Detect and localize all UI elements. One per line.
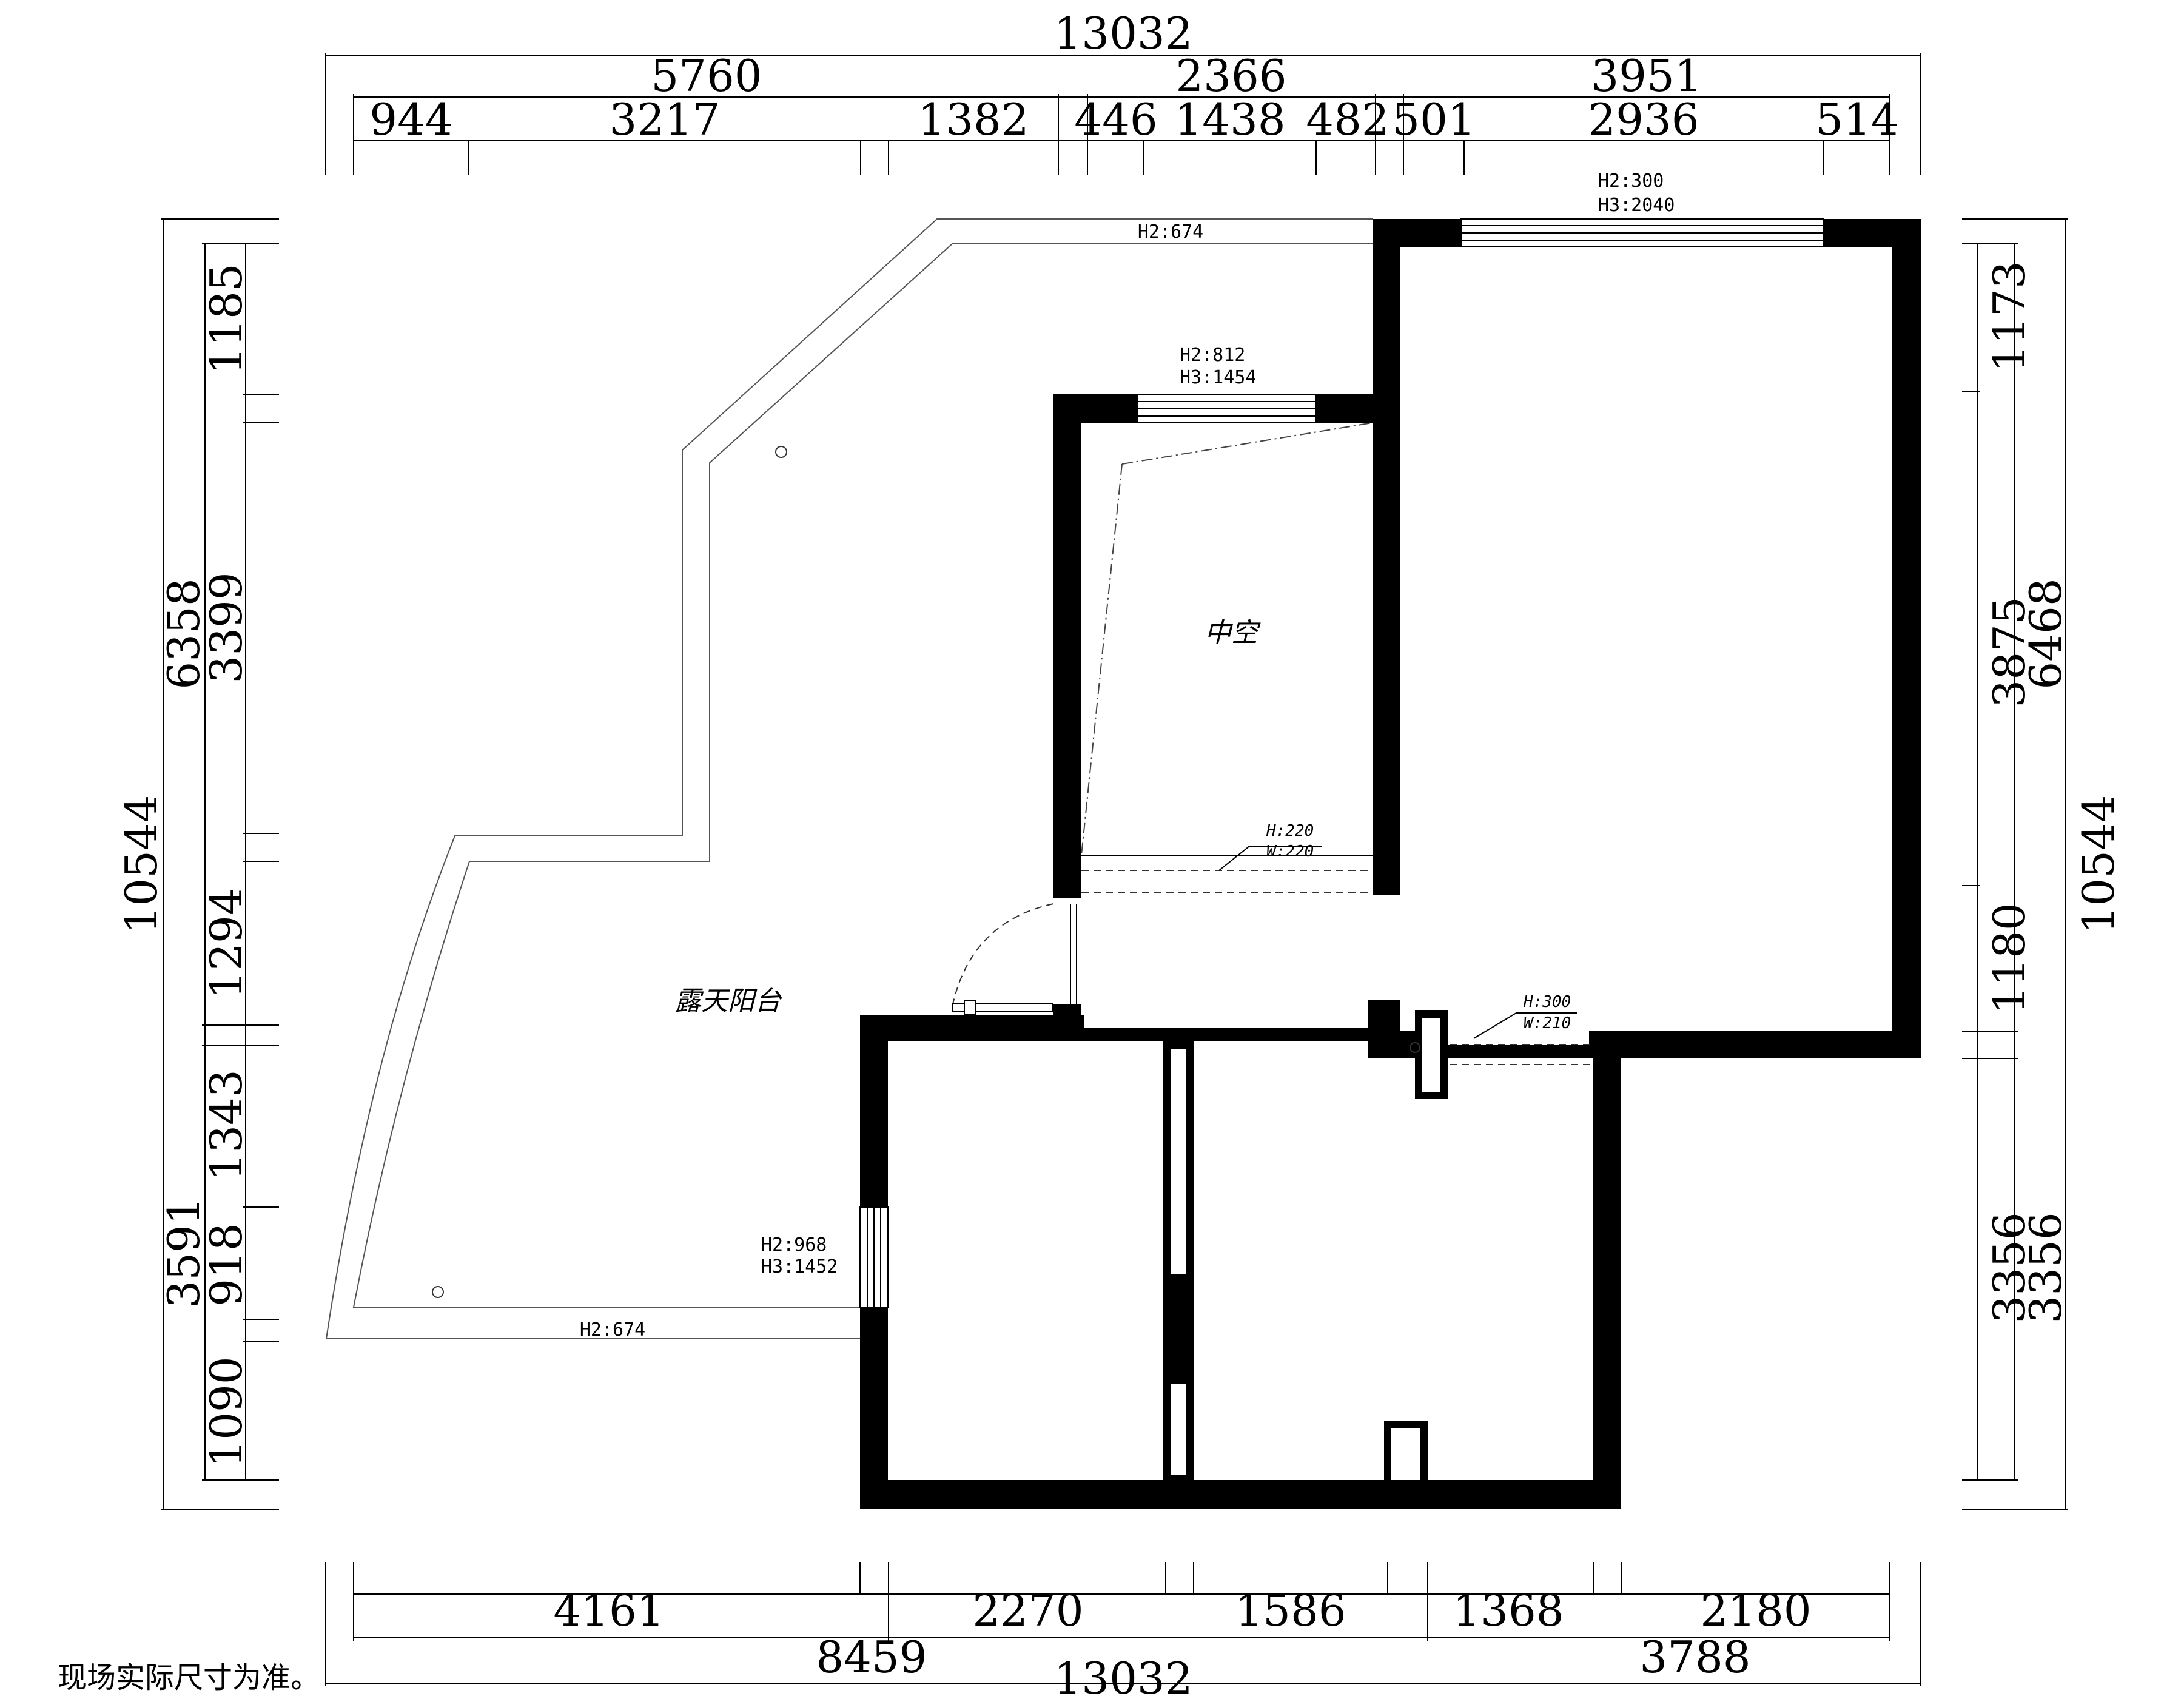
left-detail-dim: 1185 [201,263,252,374]
top-parapet-label: H2:674 [1138,221,1203,243]
left-segment-dim: 3591 [158,1197,209,1308]
floor-drain-icon [775,446,787,458]
beam-void-h: H:220 [1266,822,1314,840]
wall-hollow [1171,1049,1186,1274]
left-detail-dim: 1090 [201,1356,252,1467]
site-note: 现场实际尺寸为准。 [58,1661,320,1695]
top-segment-dim: 5760 [651,50,762,101]
bottom-dimensions: 4161 2270 1586 1368 2180 8459 3788 13032 [325,1562,1921,1699]
top-detail-dim: 482 [1306,94,1389,145]
room-interior [1448,1058,1593,1065]
room-label-void: 中空 [1205,617,1261,648]
right-detail-dim: 3875 [1984,596,2035,707]
top-detail-dim: 514 [1815,94,1898,145]
left-dimensions: 10544 6358 3591 1185 3399 1294 1343 918 … [116,218,279,1510]
top-detail-dim: 446 [1074,94,1157,145]
wall-segment [860,1307,888,1509]
wall-segment [1053,394,1081,898]
top-detail-dim: 1382 [918,94,1029,145]
room-interior [1194,1058,1593,1480]
top-detail-dim: 501 [1392,94,1475,145]
right-total-dim: 10544 [2073,795,2124,934]
bottom-parapet-label: H2:674 [580,1319,645,1341]
wall-segment [1373,219,1400,895]
wall-segment [860,1015,1052,1026]
window-left-h3: H3:1452 [761,1256,838,1277]
bottom-detail-dim: 1368 [1453,1585,1564,1636]
bottom-total-dim: 13032 [1053,1653,1192,1699]
left-segment-dim: 6358 [158,578,209,689]
bottom-detail-dim: 4161 [553,1585,664,1636]
bottom-segment-dim: 3788 [1639,1632,1750,1683]
wall-segment [1892,219,1921,1058]
windows [859,218,1824,1308]
floor-drain-icon [432,1286,444,1298]
window-top-right-h2: H2:300 [1598,170,1664,192]
wall-segment [1083,1028,1386,1041]
wall-hollow [1391,1428,1420,1480]
left-total-dim: 10544 [116,795,167,934]
wall-segment [1053,1004,1081,1028]
window-top-right-h3: H3:2040 [1598,195,1675,216]
top-total-dim: 13032 [1053,8,1192,59]
room-interior [1194,1041,1368,1060]
left-detail-dim: 1343 [201,1069,252,1180]
right-segment-dim: 6468 [2020,578,2071,689]
top-segment-dim: 3951 [1591,50,1702,101]
wall-segment [1368,1000,1403,1040]
window-void-h3: H3:1454 [1180,367,1256,388]
drains [432,446,1420,1298]
thick-walls [860,219,1921,1509]
room-label-balcony: 露天阳台 [674,986,782,1017]
room-interior [1081,423,1373,898]
wall-segment [860,1480,1621,1509]
wall-hollow [1171,1384,1186,1475]
top-dimensions: 13032 5760 2366 3951 944 3217 1382 446 1… [325,8,1921,175]
bottom-segment-dim: 8459 [816,1632,927,1683]
wall-segment [860,1015,888,1207]
wall-segment [1593,1031,1621,1509]
left-detail-dim: 1294 [201,887,252,998]
top-detail-dim: 2936 [1588,94,1699,145]
wall-segment [1593,1031,1921,1058]
floor-drain-icon [1410,1042,1420,1053]
left-detail-dim: 918 [201,1223,252,1306]
beam-hall-h: H:300 [1523,993,1571,1011]
window-void-h2: H2:812 [1180,345,1245,366]
room-interior [888,1041,1163,1480]
wall-segment [1316,394,1376,423]
room-interiors [888,247,1892,1480]
left-detail-dim: 3399 [201,572,252,683]
top-segment-dim: 2366 [1175,50,1286,101]
bottom-detail-dim: 2270 [972,1585,1083,1636]
door-handle [964,1000,976,1015]
beam-hall-w: W:210 [1524,1014,1571,1032]
right-detail-dim: 3356 [1984,1212,2035,1323]
room-interior [1400,247,1892,1031]
balcony-door [952,903,1077,1015]
annotations: H2:674 H2:674 H2:300 H3:2040 H2:812 H3:1… [58,170,1675,1695]
walls-front [1163,1010,1448,1509]
bottom-detail-dim: 1586 [1235,1585,1346,1636]
top-detail-dim: 1438 [1174,94,1285,145]
bottom-detail-dim: 2180 [1700,1585,1811,1636]
door-leaf [952,1003,1053,1012]
balcony-parapet [325,218,1373,1339]
right-dimensions: 10544 6468 3356 1173 3875 1180 3356 [1962,218,2124,1510]
beam-void-w: W:220 [1266,843,1314,861]
window-left-h2: H2:968 [761,1234,827,1256]
right-detail-dim: 1173 [1984,261,2035,372]
right-detail-dim: 1180 [1984,903,2035,1014]
wall-segment [1053,394,1137,423]
wall-hollow [1422,1018,1440,1092]
top-detail-dim: 3217 [609,94,720,145]
top-detail-dim: 944 [369,94,452,145]
void-lines [1081,422,1593,1065]
right-segment-dim: 3356 [2020,1212,2071,1323]
